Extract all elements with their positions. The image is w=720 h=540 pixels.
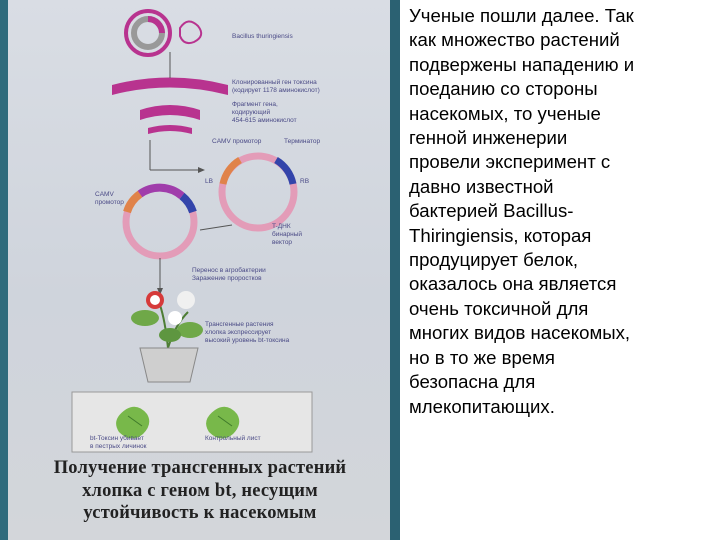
- label-camv-2: промотор: [95, 199, 124, 206]
- cloned-gene-bar: [112, 77, 228, 95]
- paragraph-line: бактерией Bacillus-: [409, 200, 574, 222]
- slide-paragraph: Ученые пошли далее. Так как множество ра…: [409, 4, 714, 419]
- label-bacillus: Bacillus thuringiensis: [232, 33, 293, 40]
- poster-photo: Bacillus thuringiensis Клонированный ген…: [0, 0, 400, 540]
- wall-edge-right: [390, 0, 400, 540]
- label-tdna-2: бинарный: [272, 230, 302, 238]
- label-transgenic-3: высокий уровень bt-токсина: [205, 336, 290, 344]
- leaf-comparison-box: [71, 391, 313, 453]
- paragraph-line: оказалось она является: [409, 273, 617, 295]
- tdna-vector-ring: [218, 152, 298, 232]
- label-cloned-gene-1: Клонированный ген токсина: [232, 78, 317, 86]
- poster-diagram: Bacillus thuringiensis Клонированный ген…: [71, 9, 321, 453]
- paragraph-line: провели эксперимент с: [409, 151, 611, 173]
- paragraph-line: давно известной: [409, 175, 554, 197]
- paragraph-line: как множество растений: [409, 29, 620, 51]
- poster-caption-line-3: устойчивость к насекомым: [83, 503, 317, 523]
- label-bt-leaf-2: в пестрых личинок: [90, 443, 147, 450]
- fragment-piece: [148, 125, 192, 134]
- label-transgenic-2: хлопка экспрессирует: [205, 329, 271, 336]
- label-terminator: Терминатор: [284, 138, 321, 145]
- poster-caption-line-2: хлопка с геном bt, несущим: [82, 481, 318, 501]
- cotton-plant-icon: [131, 291, 203, 349]
- label-transgenic-1: Трансгенные растения: [205, 321, 274, 328]
- paragraph-line: Thiringiensis, которая: [409, 224, 592, 246]
- label-fragment-3: 454-615 аминокислот: [232, 117, 297, 124]
- label-camv-promoter: CAMV промотор: [212, 138, 262, 145]
- paragraph-line: продуцирует белок,: [409, 249, 579, 271]
- paragraph-line: млекопитающих.: [409, 395, 555, 417]
- label-control-leaf: Контрольный лист: [205, 434, 261, 442]
- label-tdna-1: T-ДНК: [272, 223, 291, 230]
- flower-pot-icon: [139, 347, 199, 383]
- recombinant-plasmid-ring: [122, 183, 198, 260]
- paragraph-line: насекомых, то ученые: [409, 102, 601, 124]
- label-bt-leaf-1: bt-Токсин убивает: [90, 434, 144, 442]
- paragraph-line: очень токсичной для: [409, 297, 589, 319]
- paragraph-line: многих видов насекомых,: [409, 322, 631, 344]
- poster-caption-line-1: Получение трансгенных растений: [53, 458, 347, 478]
- control-leaf-icon: [206, 406, 240, 439]
- label-lb: LB: [205, 178, 213, 185]
- label-cloned-gene-2: (кодирует 1178 аминокислот): [232, 87, 320, 94]
- label-transfer-2: Заражение проростков: [192, 275, 262, 282]
- gene-fragment-bar: [140, 105, 200, 120]
- label-fragment-1: Фрагмент гена,: [232, 101, 278, 108]
- paragraph-line: поеданию со стороны: [409, 78, 598, 100]
- bt-leaf-icon: [116, 406, 150, 439]
- paragraph-line: подвержены нападению и: [409, 53, 635, 75]
- paragraph-line: Ученые пошли далее. Так: [409, 5, 634, 26]
- bacterium-cell-icon: [124, 9, 203, 57]
- paragraph-line: безопасна для: [409, 371, 536, 393]
- paragraph-line: но в то же время: [409, 346, 555, 368]
- label-camv-1: CAMV: [95, 191, 114, 198]
- label-tdna-3: вектор: [272, 239, 292, 246]
- label-transfer-1: Перенос в агробактерии: [192, 266, 266, 274]
- paragraph-line: генной инженерии: [409, 127, 568, 149]
- wall-edge-left: [0, 0, 10, 540]
- label-fragment-2: кодирующий: [232, 108, 270, 116]
- label-rb: RB: [300, 178, 309, 185]
